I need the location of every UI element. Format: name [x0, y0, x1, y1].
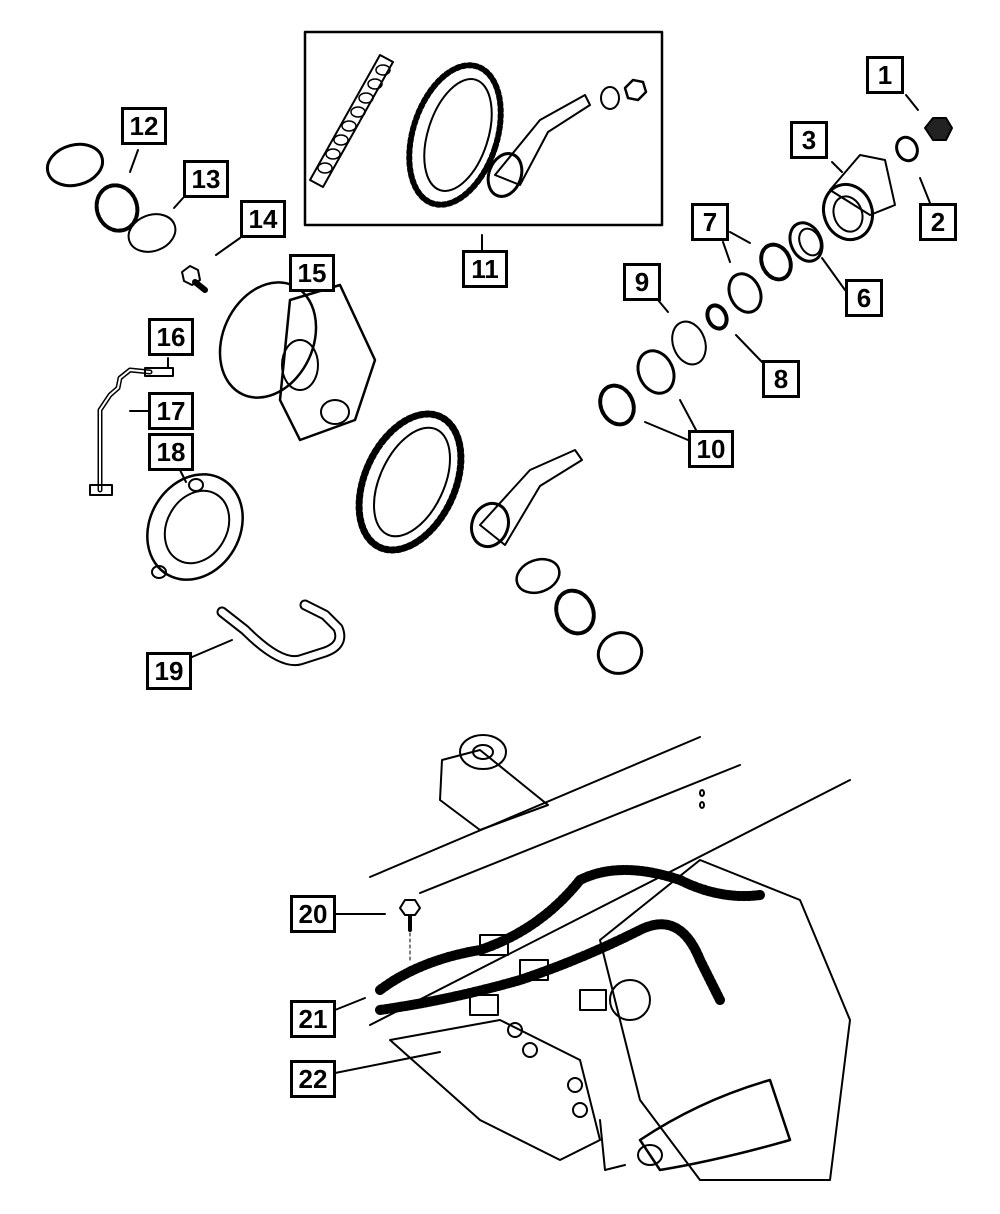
- callout-10[interactable]: 10: [688, 430, 734, 468]
- callout-22[interactable]: 22: [290, 1060, 336, 1098]
- bearing-race-icon: [727, 272, 763, 314]
- callout-3[interactable]: 3: [790, 121, 828, 159]
- callout-1[interactable]: 1: [866, 56, 904, 94]
- differential-case-icon: [218, 281, 377, 442]
- callout-13[interactable]: 13: [183, 160, 229, 198]
- shim-lower-icon: [515, 557, 561, 595]
- vent-hose-icon: [216, 599, 346, 667]
- bolt-20-icon: [399, 899, 421, 961]
- callout-8[interactable]: 8: [762, 360, 800, 398]
- wiring-harness-icon: [375, 865, 765, 1016]
- bolt-strip-icon: [309, 54, 394, 188]
- callout-17[interactable]: 17: [148, 392, 194, 430]
- callout-18[interactable]: 18: [148, 433, 194, 471]
- bearing-cup-6-icon: [788, 221, 824, 263]
- callout-16[interactable]: 16: [148, 318, 194, 356]
- callout-14[interactable]: 14: [240, 200, 286, 238]
- frame-rail-icon: [369, 734, 851, 1026]
- callout-9[interactable]: 9: [623, 263, 661, 301]
- kit-box: [303, 30, 664, 227]
- pinion-lower-icon: [469, 449, 583, 549]
- pinion-nut-icon: [924, 117, 953, 141]
- callout-15[interactable]: 15: [289, 254, 335, 292]
- bearing-cone-lower-icon: [554, 588, 596, 636]
- bearing-cup-10-icon: [636, 349, 676, 395]
- pinion-seal-icon: [705, 303, 729, 331]
- ring-gear-icon: [406, 62, 504, 208]
- bearing-cone-12-icon: [94, 183, 140, 233]
- bracket-icon: [389, 1019, 626, 1171]
- differential-housing-icon: [599, 859, 851, 1181]
- washer-icon: [895, 135, 919, 163]
- callout-21[interactable]: 21: [290, 1000, 336, 1038]
- callout-12[interactable]: 12: [121, 107, 167, 145]
- callout-20[interactable]: 20: [290, 895, 336, 933]
- bearing-cup-lower-icon: [596, 631, 644, 675]
- shim-icon: [671, 320, 707, 366]
- pinion-yoke-icon: [821, 154, 896, 242]
- ring-gear-bolt-icon: [181, 265, 208, 293]
- ring-gear-lower-icon: [355, 410, 465, 554]
- shim-13-icon: [127, 213, 177, 253]
- callout-2[interactable]: 2: [919, 203, 957, 241]
- axle-seal-icon: [146, 473, 244, 581]
- bearing-cone-10-icon: [598, 383, 636, 427]
- leader-lines: [129, 94, 931, 1075]
- bearing-cup-12-icon: [45, 142, 105, 188]
- callout-11[interactable]: 11: [462, 250, 508, 288]
- vent-tube-icon: [89, 367, 174, 496]
- pinion-gear-icon: [486, 78, 648, 198]
- callout-19[interactable]: 19: [146, 652, 192, 690]
- callout-7[interactable]: 7: [691, 203, 729, 241]
- bearing-cone-7-icon: [759, 242, 793, 282]
- callout-6[interactable]: 6: [845, 279, 883, 317]
